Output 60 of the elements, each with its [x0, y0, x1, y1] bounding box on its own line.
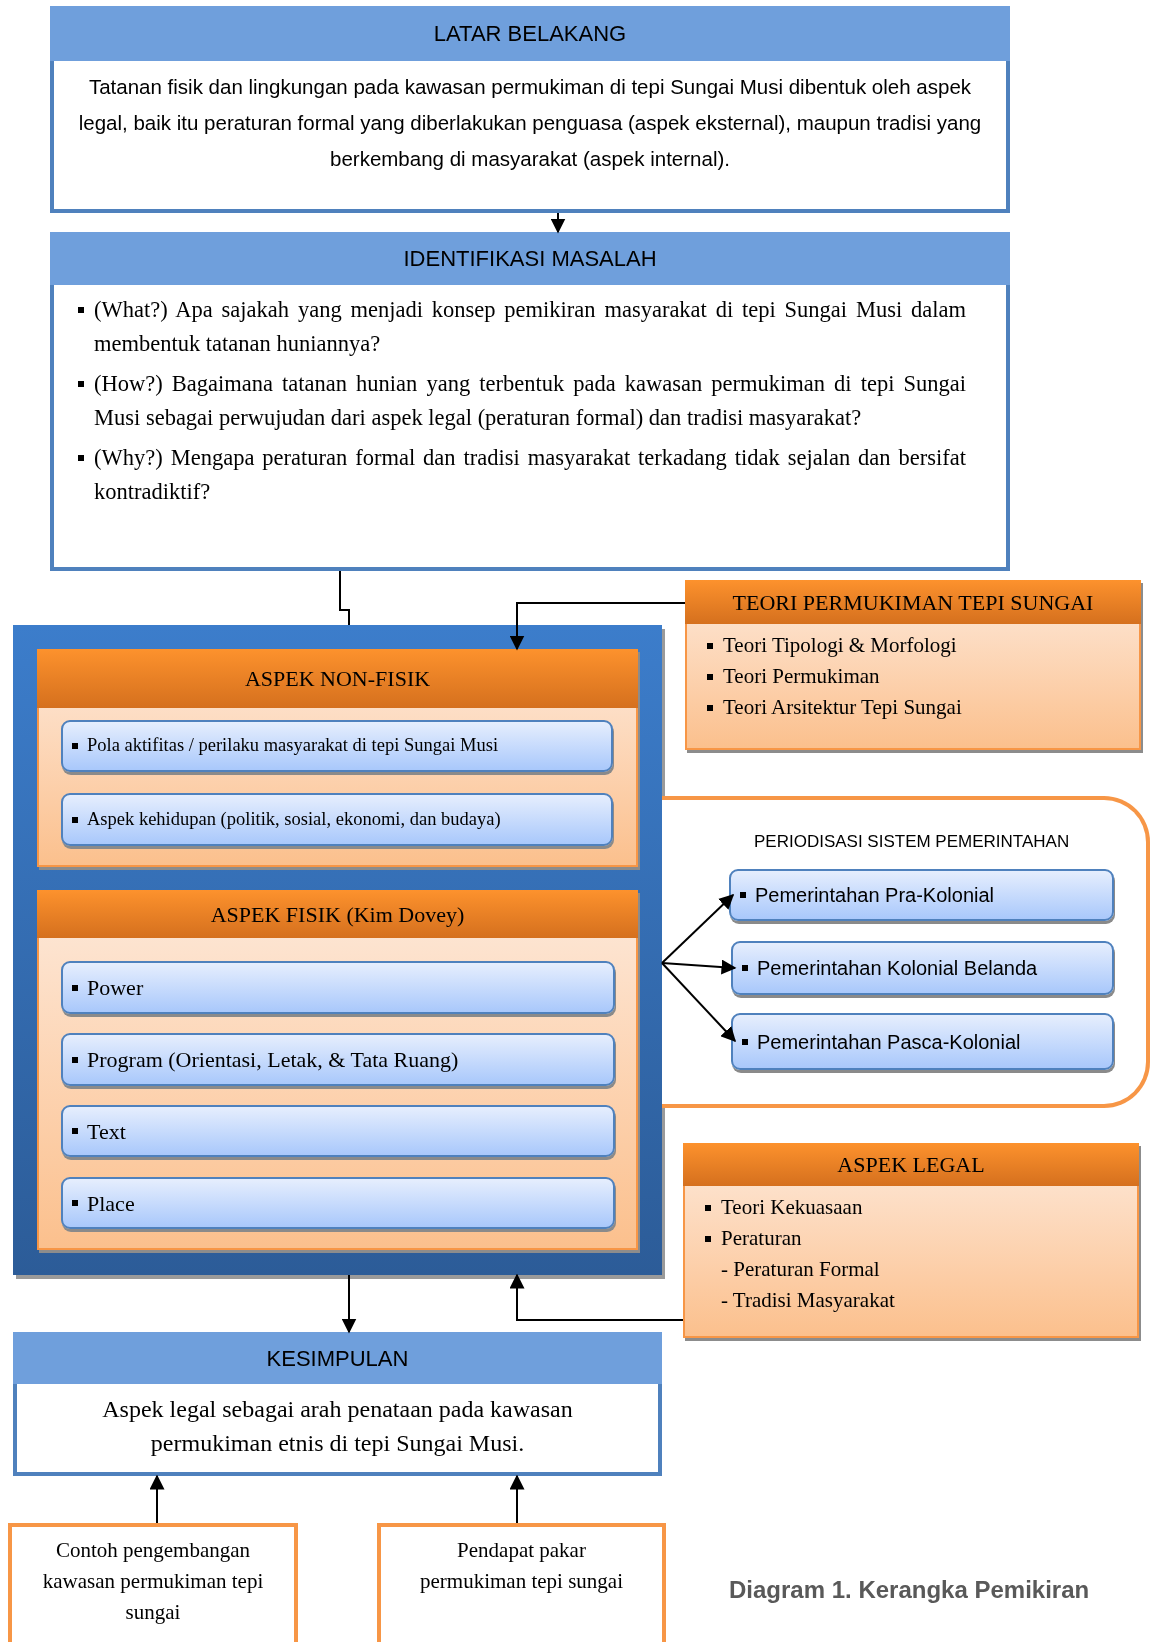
card-header: TEORI PERMUKIMAN TEPI SUNGAI	[685, 580, 1141, 624]
list-item-text: Teori Permukiman	[723, 663, 880, 690]
source-box	[8, 1523, 298, 1642]
body-text: Tatanan fisik dan lingkungan pada kawasan permukiman di tepi Sungai Musi dibentuk oleh aspek legal, baik itu peraturan formal yang diberlakukan penguasa (aspek eksternal), maupun tradisi yang berkembang di masyarakat (aspek internal).	[78, 75, 982, 170]
group-title: PERIODISASI SISTEM PEMERINTAHAN	[754, 831, 1070, 853]
list-item-text: Peraturan	[721, 1225, 802, 1252]
category-card	[37, 649, 638, 867]
item-text: Text	[87, 1117, 126, 1146]
arrow	[509, 1474, 525, 1524]
text-card	[50, 232, 1010, 571]
item-text: Program (Orientasi, Letak, & Tata Ruang)	[87, 1046, 459, 1074]
box-text: Contoh pengembangan kawasan permukiman tepi sungai	[42, 1538, 264, 1624]
list-item-text: - Peraturan Formal	[721, 1256, 880, 1283]
card-header: KESIMPULAN	[13, 1332, 662, 1384]
item-box	[61, 1033, 615, 1086]
list-item-text: - Tradisi Masyarakat	[721, 1287, 895, 1314]
item-box	[61, 720, 613, 772]
arrow	[661, 962, 736, 1043]
arrow	[661, 893, 735, 964]
item-text: Pemerintahan Kolonial Belanda	[757, 956, 1038, 981]
text-card	[50, 6, 1010, 213]
item-text: Pemerintahan Pra-Kolonial	[755, 883, 995, 908]
card-header: LATAR BELAKANG	[50, 6, 1010, 61]
list-item-text: (Why?) Mengapa peraturan formal dan tradisi masyarakat terkadang tidak sejalan dan bersifat kontradiktif?	[94, 444, 966, 506]
source-box	[377, 1523, 666, 1642]
arrow	[509, 602, 686, 651]
category-card	[37, 890, 638, 1250]
arrow	[341, 1274, 357, 1334]
box-text: Pendapat pakar permukiman tepi sungai	[420, 1538, 623, 1593]
item-text: Pemerintahan Pasca-Kolonial	[757, 1029, 1021, 1055]
item-box	[731, 1013, 1114, 1070]
card-header: ASPEK FISIK (Kim Dovey)	[37, 890, 638, 938]
group-frame	[662, 796, 1150, 1108]
category-card	[685, 580, 1141, 750]
item-box	[731, 941, 1114, 995]
caption: Diagram 1. Kerangka Pemikiran	[729, 1575, 1090, 1605]
arrow	[509, 1273, 684, 1321]
list-item-text: Teori Tipologi & Morfologi	[723, 632, 957, 659]
arrow	[149, 1474, 165, 1524]
item-text: Power	[87, 974, 144, 1002]
list-item-text: (How?) Bagaimana tatanan hunian yang terbentuk pada kawasan permukiman di tepi Sungai Musi sebagai perwujudan dari aspek legal (peraturan formal) dan tradisi masyarakat?	[94, 370, 966, 432]
text-card	[13, 1332, 662, 1476]
item-box	[61, 793, 613, 846]
list-item-text: Teori Arsitektur Tepi Sungai	[723, 694, 962, 721]
list-item-text: Teori Kekuasaan	[721, 1194, 863, 1221]
item-box	[729, 869, 1114, 921]
item-box	[61, 961, 615, 1014]
item-text: Pola aktifitas / perilaku masyarakat di tepi Sungai Musi	[87, 734, 499, 758]
arrow	[661, 959, 737, 975]
body-text: Aspek legal sebagai arah penataan pada kawasan permukiman etnis di tepi Sungai Musi.	[102, 1396, 573, 1456]
card-header: IDENTIFIKASI MASALAH	[50, 232, 1010, 285]
card-header: ASPEK LEGAL	[683, 1143, 1139, 1186]
list-item-text: (What?) Apa sajakah yang menjadi konsep pemikiran masyarakat di tepi Sungai Musi dalam membentuk tatanan huniannya?	[94, 296, 966, 358]
item-box	[61, 1105, 615, 1157]
item-text: Place	[87, 1189, 135, 1218]
item-text: Aspek kehidupan (politik, sosial, ekonomi, dan budaya)	[87, 807, 501, 831]
item-box	[61, 1177, 615, 1229]
card-header: ASPEK NON-FISIK	[37, 649, 638, 708]
arrow	[550, 212, 566, 234]
category-card	[683, 1143, 1139, 1338]
